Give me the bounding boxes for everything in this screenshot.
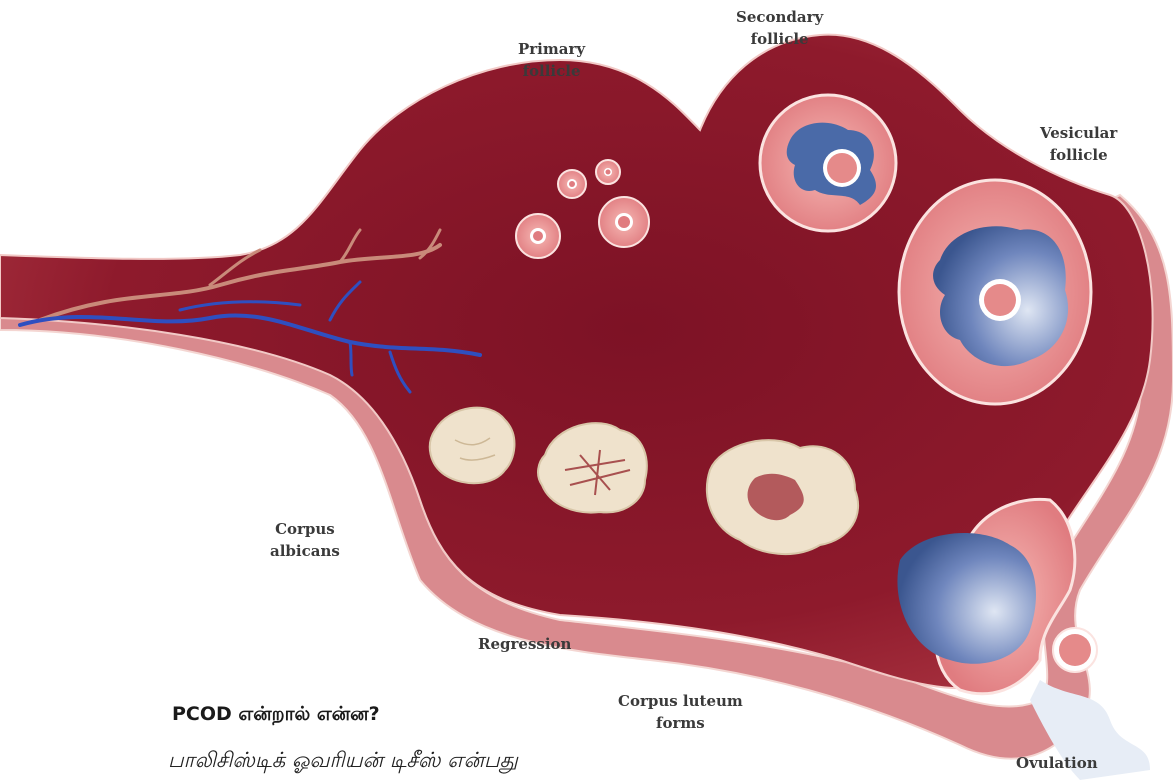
- label-secondary-follicle: Secondary follicle: [736, 6, 823, 50]
- article-heading: PCOD என்றால் என்ன?: [172, 703, 380, 728]
- label-corpus-albicans: Corpus albicans: [270, 518, 340, 562]
- vesicular-follicle: [899, 180, 1091, 404]
- article-body: பாலிசிஸ்டிக் ஓவரியன் டிசீஸ் என்பது: [168, 748, 518, 775]
- label-corpus-luteum: Corpus luteum forms: [618, 690, 743, 734]
- label-ovulation: Ovulation: [1016, 752, 1098, 774]
- label-regression: Regression: [478, 633, 571, 655]
- label-vesicular-follicle: Vesicular follicle: [1040, 122, 1117, 166]
- secondary-follicle: [760, 95, 896, 231]
- label-primary-follicle: Primary follicle: [518, 38, 585, 82]
